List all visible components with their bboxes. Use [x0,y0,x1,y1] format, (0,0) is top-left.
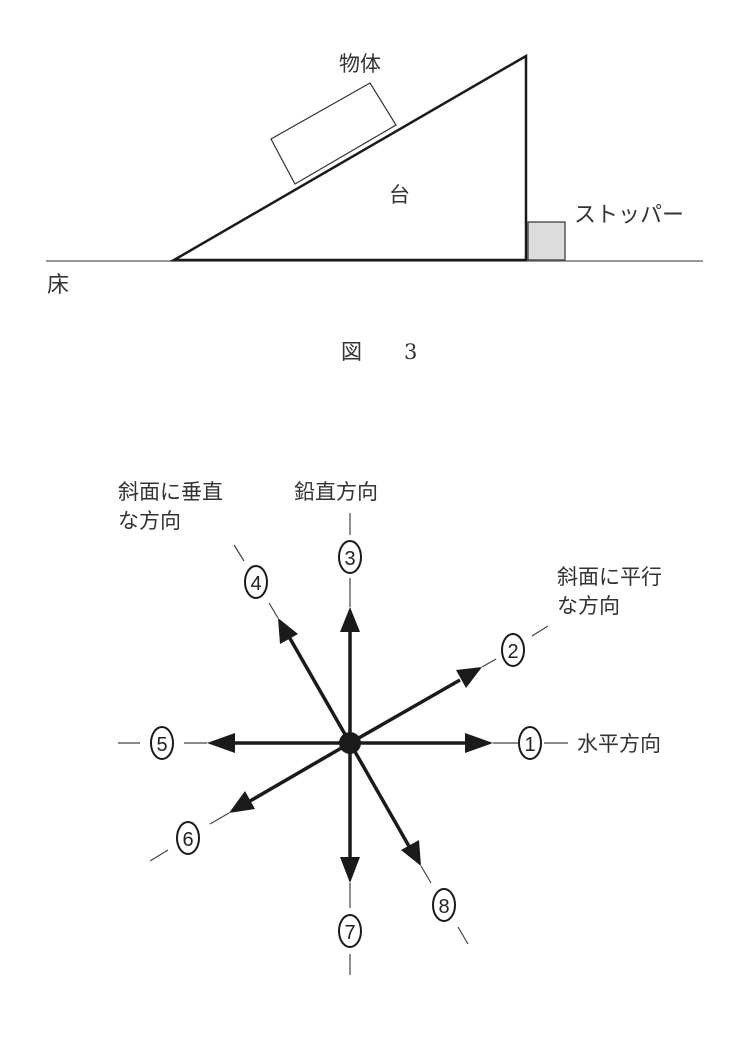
svg-text:1: 1 [524,734,535,756]
label-4: 4 [244,565,268,599]
platform-label: 台 [389,183,410,207]
svg-text:4: 4 [250,573,261,595]
arrow-4-perpendicular-up-left [233,544,352,744]
figure-caption-label: 図 [341,340,362,364]
label-3: 3 [338,540,362,574]
parallel-label-line1: 斜面に平行 [557,565,662,589]
figure-3: 物体 台 ストッパー 床 図 3 [46,52,703,364]
figure-caption-number: 3 [404,340,417,364]
parallel-label-line2: な方向 [557,594,620,618]
label-1: 1 [518,726,542,760]
platform-triangle [169,53,528,262]
object-block [270,82,397,185]
direction-diagram: 1 2 3 4 5 6 7 8 斜面に [118,480,662,975]
horizontal-label: 水平方向 [577,732,661,756]
stopper-label: ストッパー [574,203,684,228]
svg-text:3: 3 [344,548,355,570]
object-label: 物体 [339,52,381,76]
arrow-3-vertical-up [340,513,360,743]
arrow-1-horizontal-right [350,733,518,753]
svg-text:6: 6 [182,829,193,851]
floor-label: 床 [47,273,69,298]
label-5: 5 [150,726,174,760]
arrow-7-vertical-down [340,743,360,975]
label-6: 6 [176,821,200,855]
arrow-5-horizontal-left [118,733,350,753]
origin-point [339,732,361,754]
svg-text:5: 5 [156,734,167,756]
perpendicular-label-line2: な方向 [118,509,181,533]
svg-text:2: 2 [507,641,518,663]
svg-text:7: 7 [344,922,355,944]
label-2: 2 [501,633,525,667]
perpendicular-label-line1: 斜面に垂直 [118,480,223,504]
vertical-label: 鉛直方向 [294,480,378,504]
label-7: 7 [338,914,362,948]
arrow-2-parallel-up-right [349,625,549,745]
arrow-6-parallel-down-left [149,741,351,862]
arrow-8-perpendicular-down-right [348,742,469,945]
stopper-block [527,221,566,261]
svg-text:8: 8 [438,896,449,918]
label-8: 8 [432,888,456,922]
